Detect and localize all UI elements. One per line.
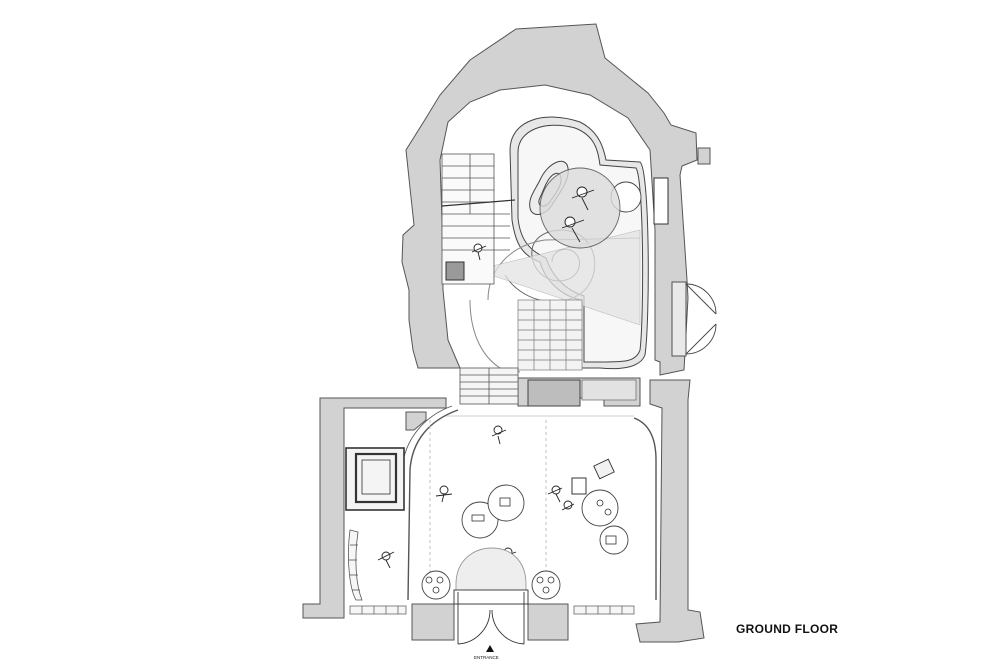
entrance-doors [453,547,529,645]
display-counter [527,379,581,407]
entrance-wall-left [411,603,455,641]
person [435,485,453,503]
lift-cabinet [345,447,405,511]
people [377,186,595,569]
curved-partition-left [407,409,459,601]
sightline-wedge [474,229,641,326]
corner-wall [405,411,427,431]
round-table [581,489,619,527]
display-counter-2 [581,379,637,401]
lower-wall-right [635,379,705,643]
person [561,500,575,511]
shelving-left [348,529,363,601]
round-table [531,570,561,600]
small-window-niche [697,147,711,165]
ramp-curve-lower [469,299,521,373]
person [491,425,507,445]
person [571,186,595,211]
cabinet [445,261,465,281]
table-objects [425,497,617,594]
display-tables [421,167,642,600]
person [571,477,587,495]
round-table [599,525,629,555]
ramp-curve-outer [487,237,641,301]
person [377,551,395,569]
entrance-arrow-icon [486,645,494,652]
cabinet-window [653,177,669,225]
person [471,243,487,261]
armchair [593,458,615,480]
entrance-label: ENTRANCE [474,655,499,660]
person [547,485,563,503]
round-table [487,484,525,522]
curved-partition-right [633,417,657,600]
shop-room [401,405,657,601]
lower-wall-left [302,397,447,619]
round-table-upper [539,167,621,249]
side-door [671,281,717,357]
entrance-wall-right [527,603,569,641]
round-table [461,501,499,539]
tower-wall [401,23,698,376]
staircase-centre [517,299,583,371]
person [561,216,585,243]
connecting-stair [459,367,519,405]
round-table [421,570,451,600]
shelving-bottom [349,605,635,615]
floor-title: GROUND FLOOR [736,622,839,636]
